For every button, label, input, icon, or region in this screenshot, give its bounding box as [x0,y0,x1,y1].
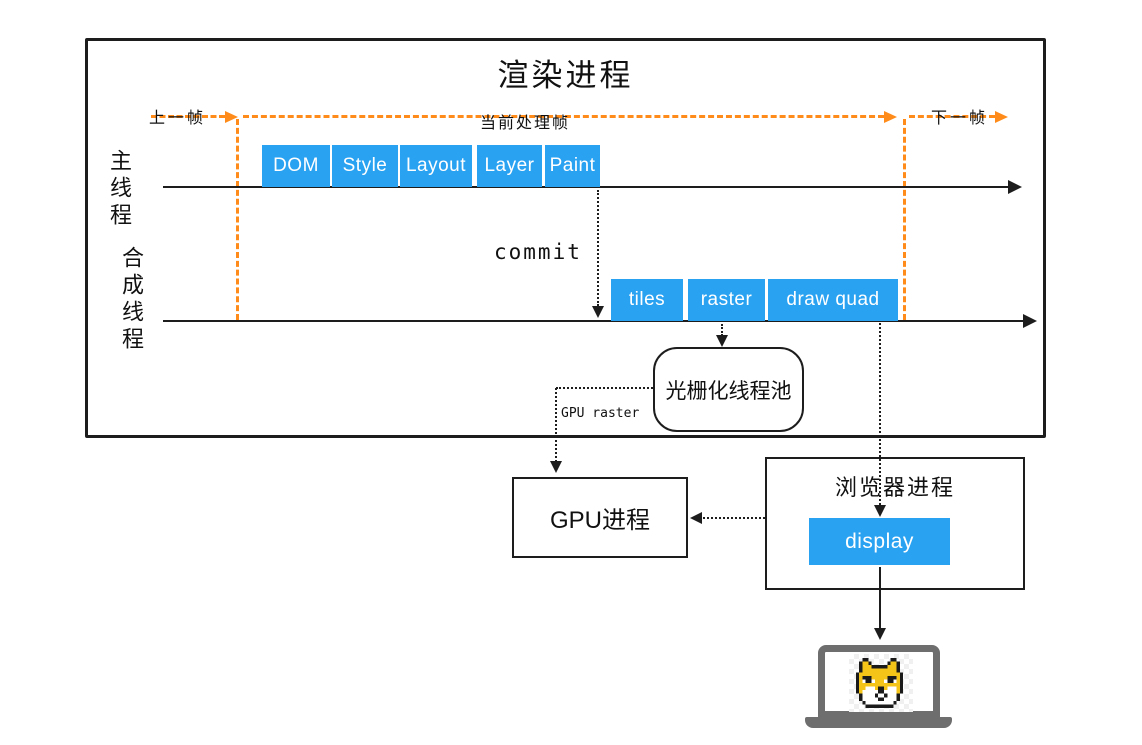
compositor-thread-line [163,320,1026,322]
prev-frame-arrow-icon [225,111,238,123]
prev-frame-dash-line [151,115,225,118]
stage-layout: Layout [400,145,472,187]
browser-to-gpu-line [700,517,765,519]
browser-to-gpu-arrow-icon [690,512,702,524]
browser-process-title: 浏览器进程 [834,475,955,500]
stage-raster: raster [688,279,765,321]
render-process-title: 渲染进程 [497,58,634,93]
compositor-thread-arrow-icon [1023,314,1037,328]
current-frame-label: 当前处理帧 [480,115,571,132]
display-to-screen-line [879,567,881,629]
frame-start-divider-line [236,119,239,320]
stage-layer: Layer [477,145,542,187]
current-frame-arrow-icon [884,111,897,123]
raster-pool-box: 光栅化线程池 [653,347,804,432]
gpu-process-box: GPU进程 [512,477,688,558]
stage-paint: Paint [545,145,600,187]
main-thread-line [163,186,1011,188]
current-frame-dash-line [243,115,884,118]
raster-to-pool-line [721,324,723,336]
doge-pixel-art-icon [856,658,903,708]
gpu-raster-label: GPU raster [561,406,640,421]
stage-draw-quad: draw quad [768,279,898,321]
doge-transparent-backdrop [849,654,913,712]
frame-end-divider-line [903,119,906,320]
display-to-screen-arrow-icon [874,628,886,640]
pool-to-gpu-vline [555,388,557,462]
render-process-box [85,38,1046,438]
paint-to-compositor-arrow-icon [592,306,604,318]
drawquad-to-display-line [879,323,881,505]
stage-dom: DOM [262,145,330,187]
next-frame-arrow-icon [995,111,1008,123]
compositor-thread-label: 合成线程 [119,246,144,354]
next-frame-label: 下一帧 [931,110,989,127]
commit-label: commit [494,240,582,264]
prev-frame-label: 上一帧 [149,110,207,127]
pool-to-gpu-hline [556,387,653,389]
next-frame-dash-line [909,115,995,118]
pool-to-gpu-arrow-icon [550,461,562,473]
main-thread-label: 主线程 [107,149,132,230]
display-box: display [809,518,950,565]
laptop-base [805,717,952,728]
raster-to-pool-arrow-icon [716,335,728,347]
main-thread-arrow-icon [1008,180,1022,194]
paint-to-compositor-line [597,190,599,306]
drawquad-to-display-arrow-icon [874,505,886,517]
stage-style: Style [332,145,398,187]
stage-tiles: tiles [611,279,683,321]
